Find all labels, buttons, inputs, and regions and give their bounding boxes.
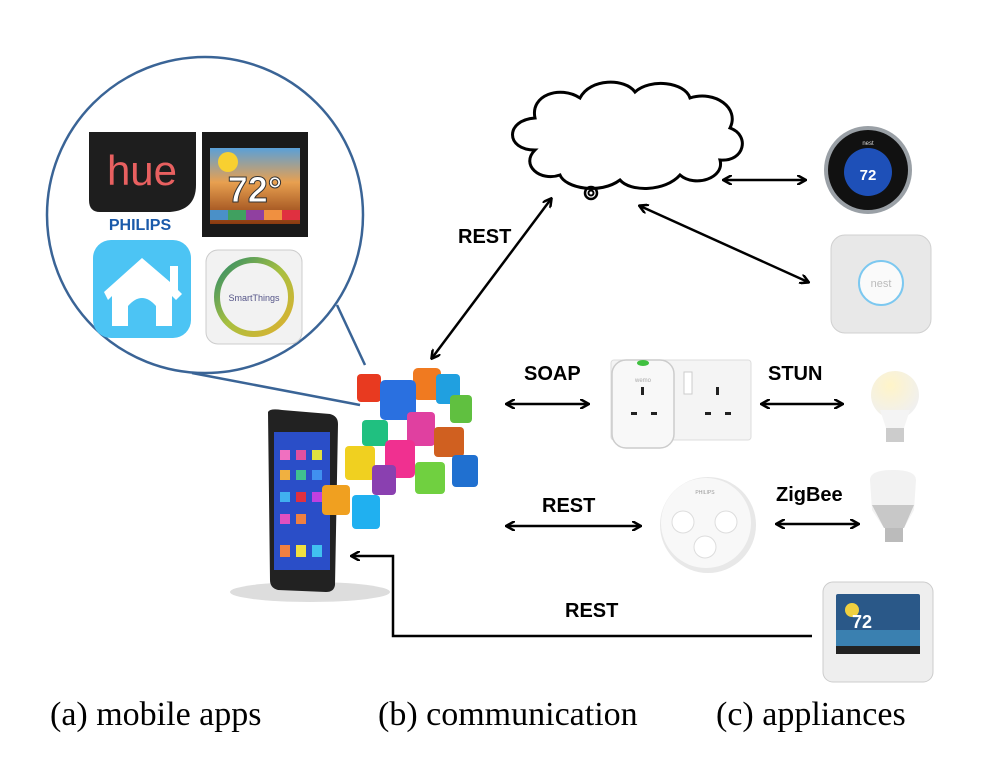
lightify-bulb-device xyxy=(871,371,919,442)
apps-callout xyxy=(45,55,367,407)
smartthings-label: SmartThings xyxy=(228,293,280,303)
rest-cloud-label: REST xyxy=(458,226,512,248)
nest-thermostat-brand: nest xyxy=(862,141,874,147)
philips-brand: PHILIPS xyxy=(109,217,172,234)
nest-thermostat-device: 72 nest xyxy=(824,126,912,214)
nest-thermostat-temp: 72 xyxy=(860,167,877,184)
hue-bulb-device xyxy=(870,470,916,542)
rest-cloud-arrow xyxy=(432,199,551,358)
smartthings-app-icon: SmartThings xyxy=(205,249,303,345)
apps-magnifier-circle xyxy=(45,55,365,375)
touch-thermostat-device: 72 xyxy=(822,581,934,683)
touch-thermostat-temp: 72 xyxy=(852,612,872,632)
tap-brand: PHILIPS xyxy=(695,490,715,496)
rest-tap-label: REST xyxy=(542,495,596,517)
callout-line xyxy=(335,304,367,366)
hue-tap-device: PHILIPS xyxy=(660,477,756,573)
caption-mobile-apps: (a) mobile apps xyxy=(50,696,262,733)
weather-app-icon: 72° xyxy=(202,132,308,237)
nest-protect-device: nest xyxy=(830,234,932,334)
hue-logo-text: hue xyxy=(107,147,177,194)
smartphone-icon xyxy=(230,409,390,602)
app-icons-cluster xyxy=(322,368,478,529)
caption-appliances: (c) appliances xyxy=(716,696,906,733)
arrows xyxy=(352,180,858,638)
weather-temp: 72° xyxy=(228,169,282,210)
nest-protect-brand: nest xyxy=(871,278,892,290)
rest-thermostat-arrow xyxy=(352,556,812,638)
wemo-switch-device: wemo xyxy=(610,359,752,449)
callout-line xyxy=(191,371,361,407)
nest-app-icon xyxy=(93,240,191,338)
zigbee-label: ZigBee xyxy=(776,484,843,506)
cloud-protect-arrow xyxy=(640,206,808,282)
stun-label: STUN xyxy=(768,363,823,385)
rest-thermostat-label: REST xyxy=(565,600,619,622)
caption-communication: (b) communication xyxy=(378,696,638,733)
soap-label: SOAP xyxy=(524,363,581,385)
cloud-icon xyxy=(511,80,744,201)
hue-app-icon: hue PHILIPS xyxy=(89,132,196,234)
house-icon xyxy=(104,258,182,326)
wemo-brand: wemo xyxy=(634,378,652,384)
